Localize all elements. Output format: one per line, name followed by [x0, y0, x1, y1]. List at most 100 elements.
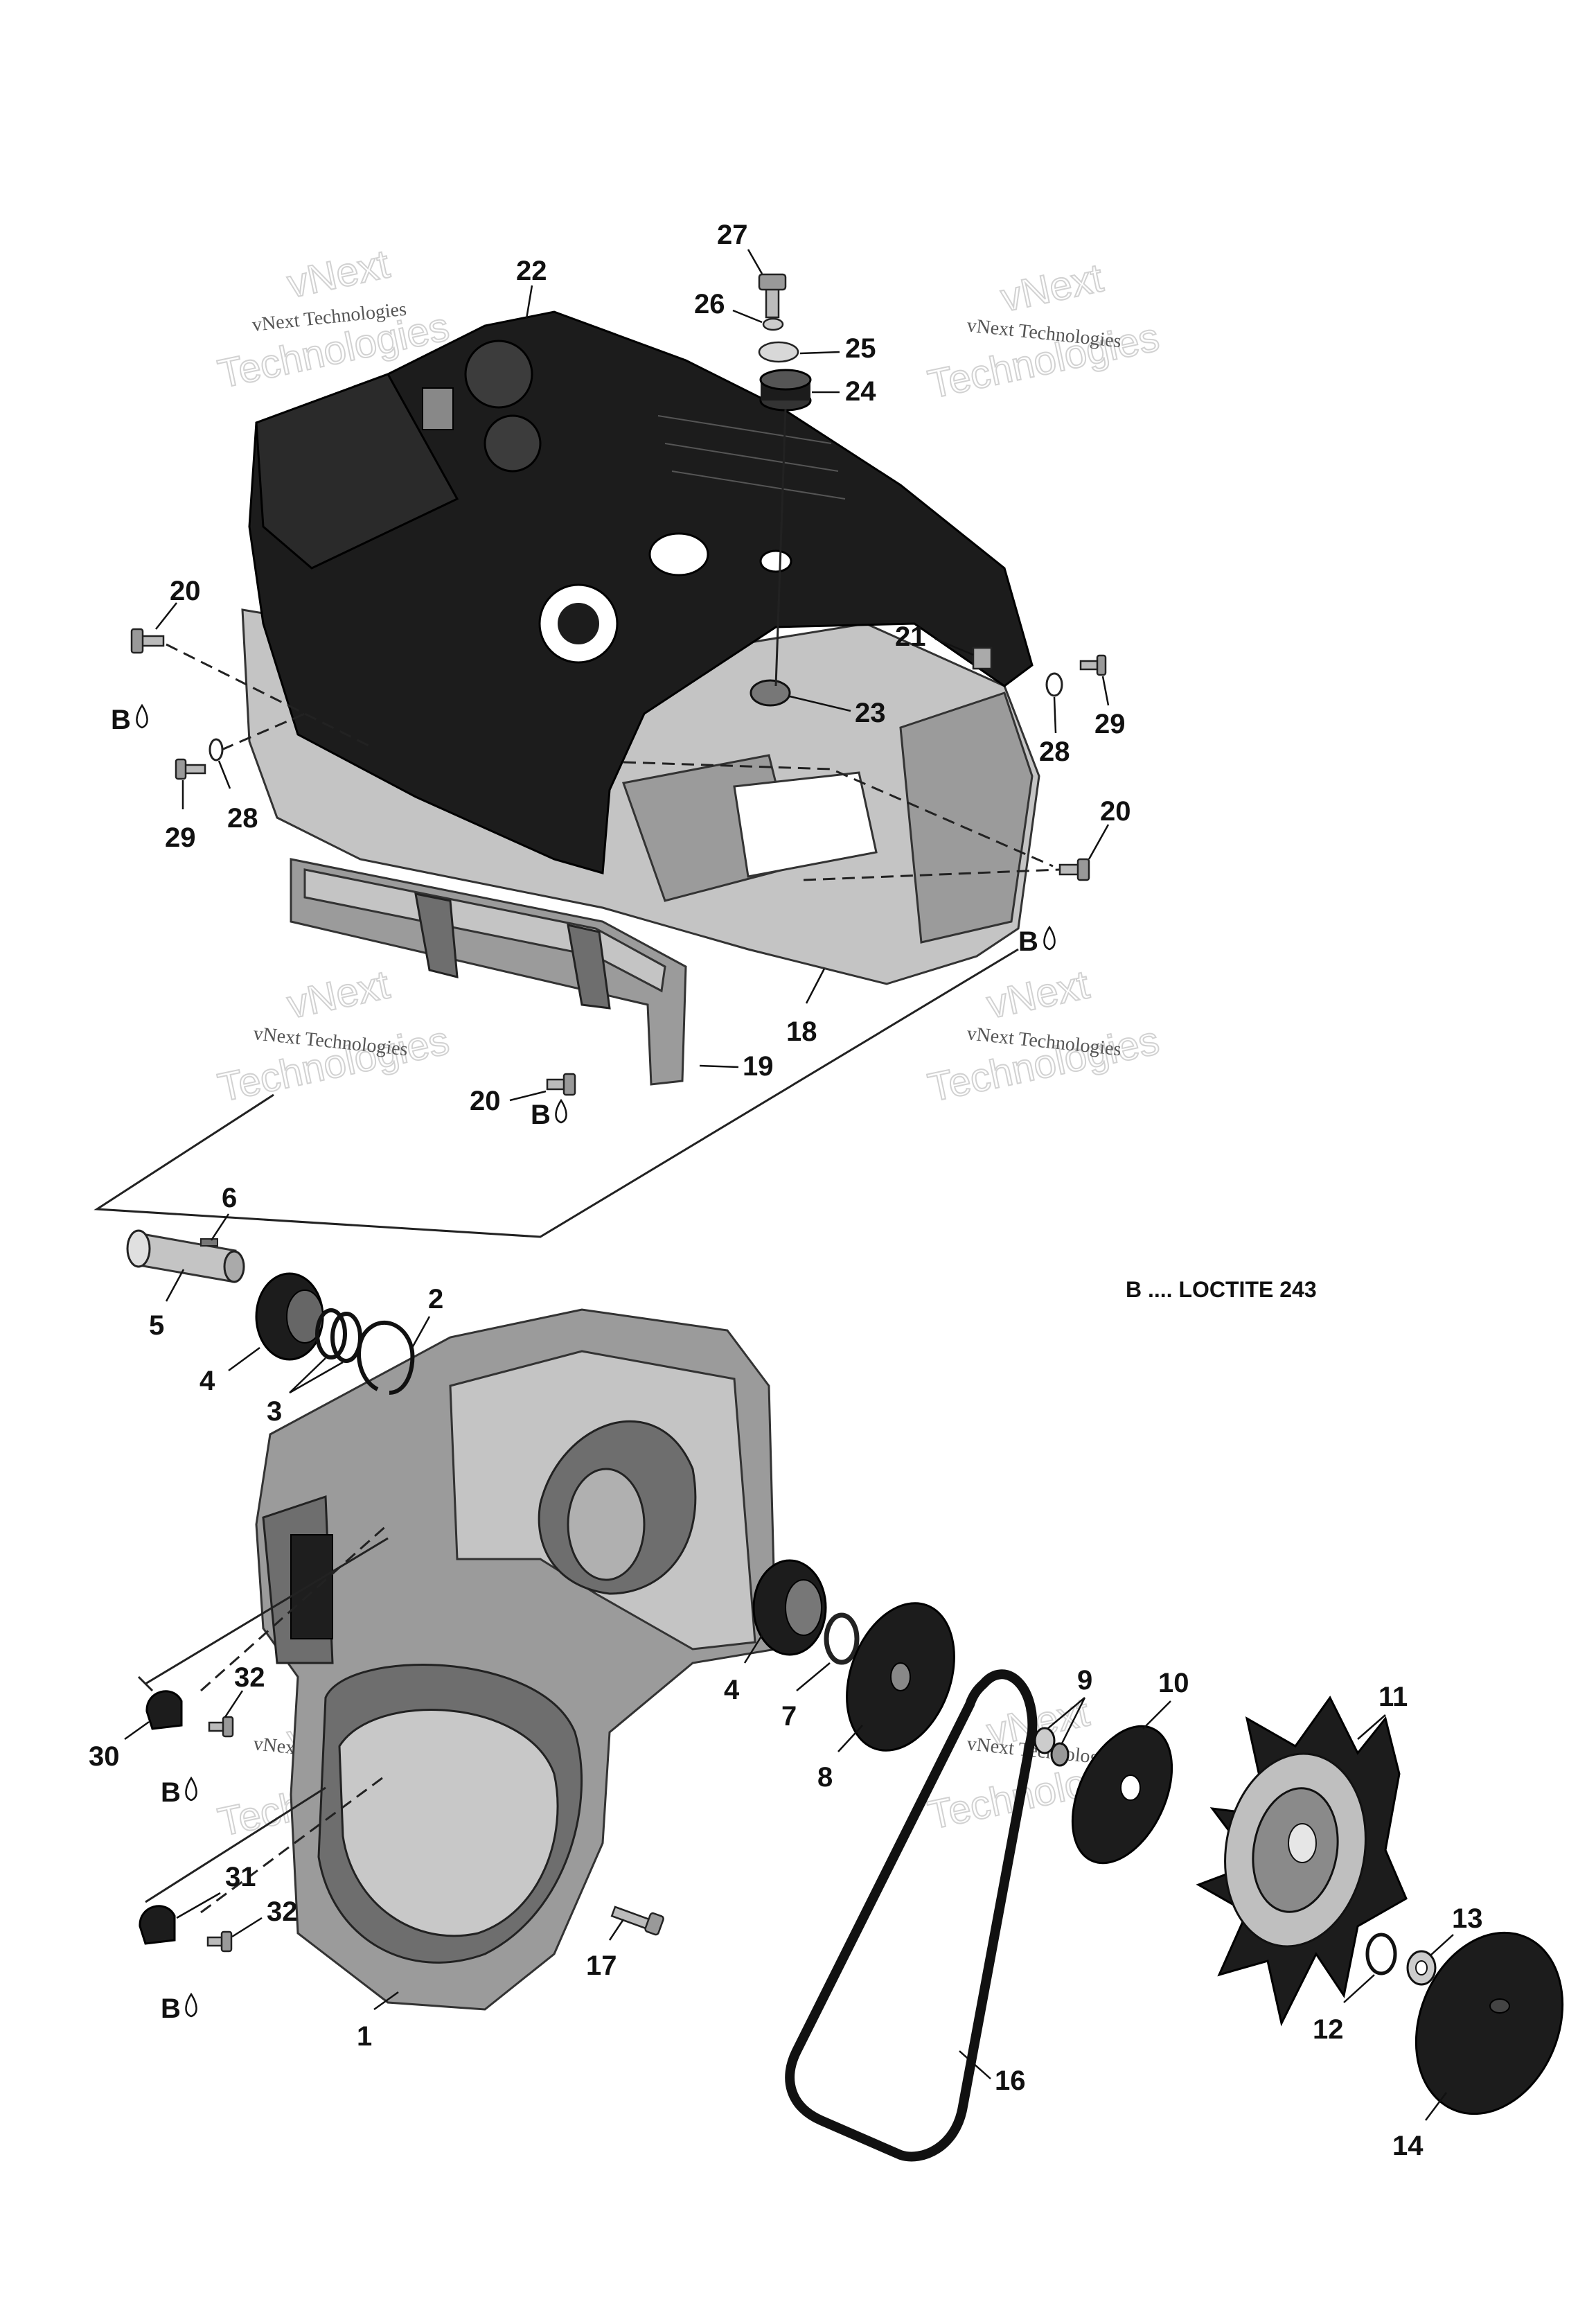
- adhesive-letter: B: [531, 1100, 551, 1130]
- callout-31: 31: [176, 1862, 256, 1919]
- callout-label: 11: [1378, 1682, 1408, 1712]
- part-24-sleeve: [759, 369, 812, 412]
- callout-20-upper-left: 20: [155, 576, 201, 630]
- callout-label: 23: [855, 698, 886, 728]
- adhesive-mark-upper-left: B: [111, 703, 148, 735]
- callout-label: 20: [1100, 796, 1131, 827]
- callout-label: 29: [1094, 709, 1126, 739]
- callout-label: 20: [470, 1086, 501, 1116]
- callout-24: 24: [812, 376, 876, 407]
- callout-14: 14: [1392, 2092, 1447, 2161]
- assembly-line: [137, 1675, 154, 1692]
- callout-22: 22: [516, 256, 547, 319]
- callout-label: 3: [267, 1396, 282, 1427]
- callout-25: 25: [799, 333, 876, 364]
- part-22-upper-cover: [248, 310, 1034, 874]
- watermark-vnext: vNext: [983, 962, 1093, 1027]
- drop-icon: [185, 1992, 197, 2018]
- callout-3: 3: [267, 1357, 344, 1427]
- assembly-dash-line: [200, 1772, 389, 1914]
- callout-12: 12: [1313, 1974, 1375, 2045]
- callout-9: 9: [1047, 1665, 1092, 1745]
- part-29-screw-left: [175, 758, 206, 780]
- callout-7: 7: [781, 1662, 831, 1732]
- adhesive-letter: B: [161, 1777, 181, 1808]
- callout-20-bottom: 20: [470, 1086, 547, 1116]
- assembly-axis-line: [774, 408, 787, 687]
- callout-label: 16: [995, 2066, 1026, 2096]
- callout-label: 30: [89, 1741, 120, 1772]
- part-32-screw-lower: [206, 1930, 233, 1953]
- callout-2: 2: [411, 1284, 443, 1348]
- part-8-pulley: [846, 1602, 955, 1752]
- part-20-screw-right: [1058, 858, 1090, 881]
- part-11-fan: [1196, 1696, 1408, 2027]
- callout-13: 13: [1430, 1903, 1483, 1956]
- assembly-dash-line: [200, 1523, 389, 1692]
- callout-label: 18: [786, 1016, 817, 1047]
- adhesive-mark-lower-upper: B: [161, 1776, 197, 1808]
- part-16-drive-belt: [785, 1669, 1038, 2162]
- callout-1: 1: [357, 1991, 399, 2052]
- watermark-top-right: vNext Technologies vNext Technologies: [923, 254, 1164, 407]
- assembly-line: [145, 1786, 326, 1903]
- callout-label: 14: [1392, 2131, 1424, 2161]
- part-4-bearing-lower: [752, 1559, 827, 1656]
- part-2-circlip: [357, 1320, 415, 1395]
- part-12-washer: [1365, 1933, 1397, 1975]
- part-9-spacers: [1034, 1727, 1070, 1767]
- part-28-washer-left: [209, 738, 224, 762]
- part-29-screw-right: [1079, 654, 1107, 676]
- callout-29-left: 29: [165, 780, 196, 853]
- callout-label: 19: [743, 1051, 774, 1082]
- callout-label: 9: [1077, 1665, 1092, 1696]
- drop-icon: [555, 1098, 567, 1124]
- part-27-screw: [758, 273, 787, 319]
- part-20-screw-upper-left: [130, 628, 165, 654]
- part-17-bolt: [610, 1905, 664, 1936]
- callout-label: 32: [234, 1662, 265, 1693]
- callout-label: 2: [428, 1284, 443, 1314]
- callout-label: 26: [694, 289, 725, 319]
- callout-27: 27: [717, 220, 763, 274]
- part-13-nut: [1406, 1950, 1437, 1986]
- adhesive-letter: B: [111, 705, 131, 735]
- callout-10: 10: [1142, 1668, 1189, 1730]
- part-20-screw-bottom: [546, 1073, 576, 1096]
- callout-label: 24: [845, 376, 876, 407]
- adhesive-mark-lower-lower: B: [161, 1992, 197, 2024]
- callout-32-lower: 32: [231, 1896, 298, 1938]
- callout-6: 6: [210, 1183, 237, 1241]
- part-32-screw-upper: [208, 1716, 234, 1738]
- part-6-key: [200, 1238, 218, 1247]
- callout-8: 8: [817, 1725, 863, 1793]
- callout-label: 10: [1158, 1668, 1189, 1698]
- callout-19: 19: [699, 1051, 774, 1082]
- callout-label: 32: [267, 1896, 298, 1927]
- part-19-mounting-bracket: [290, 858, 687, 1086]
- callout-28-right: 28: [1039, 696, 1070, 767]
- watermark-vnext: vNext: [283, 962, 393, 1027]
- drop-icon: [1043, 925, 1056, 951]
- callout-5: 5: [149, 1269, 185, 1341]
- part-5-shaft: [126, 1229, 245, 1283]
- part-21-clip: [972, 646, 993, 670]
- watermark-vnext: vNext: [283, 241, 393, 306]
- callout-label: 7: [781, 1701, 797, 1732]
- part-26-washer: [762, 317, 784, 331]
- callout-11: 11: [1357, 1682, 1408, 1740]
- callout-26: 26: [694, 289, 763, 324]
- assembly-bracket-line: [94, 948, 1019, 1238]
- callout-label: 29: [165, 822, 196, 853]
- part-31-clamp: [139, 1905, 176, 1945]
- callout-18: 18: [786, 968, 826, 1047]
- callout-label: 13: [1452, 1903, 1483, 1934]
- callout-4-upper: 4: [200, 1346, 260, 1396]
- callout-label: 6: [222, 1183, 237, 1213]
- callout-20-right: 20: [1088, 796, 1131, 860]
- assembly-dash-line: [623, 761, 1054, 868]
- adhesive-mark-right: B: [1018, 925, 1056, 957]
- callout-16: 16: [959, 2050, 1026, 2096]
- callout-30: 30: [89, 1720, 150, 1772]
- part-7-ring: [824, 1612, 860, 1665]
